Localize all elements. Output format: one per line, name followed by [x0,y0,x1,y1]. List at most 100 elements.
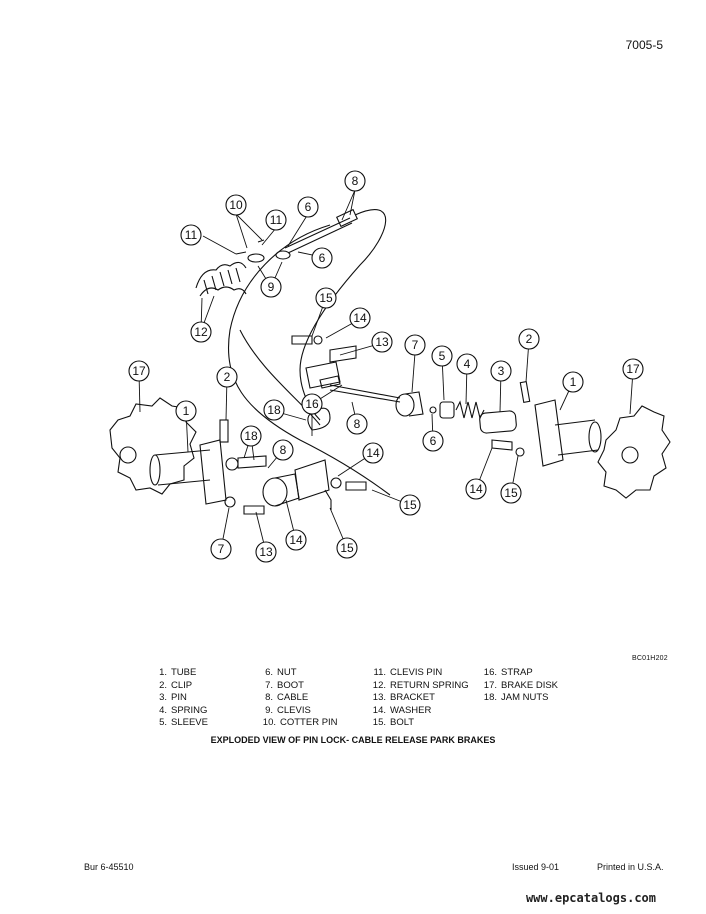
callout-11: 11 [265,209,287,231]
callout-18: 18 [240,425,262,447]
figure-caption: EXPLODED VIEW OF PIN LOCK- CABLE RELEASE… [210,735,496,745]
callout-6: 6 [422,430,444,452]
callout-label: 1 [570,375,577,389]
legend-item: 5.SLEEVE [159,717,208,729]
callout-1: 1 [562,371,584,393]
callout-label: 15 [504,486,518,500]
callout-label: 12 [194,325,208,339]
callout-label: 1 [183,404,190,418]
callout-14: 14 [285,529,307,551]
callout-17: 17 [128,360,150,382]
legend-item: 18.JAM NUTS [483,692,549,704]
legend-item: 13.BRACKET [372,692,435,704]
callout-2: 2 [518,328,540,350]
legend-item: 8.CABLE [265,692,309,704]
figure-id: BC01H202 [632,655,668,662]
callout-label: 13 [259,545,273,559]
callout-10: 10 [225,194,247,216]
callout-label: 5 [439,349,446,363]
callout-1: 1 [175,400,197,422]
legend-item: 1.TUBE [159,667,197,678]
callout-13: 13 [371,331,393,353]
callout-label: 14 [289,533,303,547]
callout-label: 15 [340,541,354,555]
legend-column: 1.TUBE 2.CLIP 3.PIN 4.SPRING 5.SLEEVE [155,667,208,730]
legend-item: 3.PIN [159,692,187,704]
callout-17: 17 [622,358,644,380]
callout-5: 5 [431,345,453,367]
footer-printed: Printed in U.S.A. [597,862,664,872]
page-number: 7005-5 [625,38,663,52]
callout-11: 11 [180,224,202,246]
callout-4: 4 [456,353,478,375]
callout-label: 18 [267,403,281,417]
legend-column: 11.CLEVIS PIN 12.RETURN SPRING 13.BRACKE… [371,667,469,730]
callout-15: 15 [315,287,337,309]
legend-item: 7.BOOT [265,679,304,691]
callout-label: 14 [469,482,483,496]
callout-label: 2 [224,370,231,384]
callout-label: 8 [352,174,359,188]
callout-15: 15 [500,482,522,504]
callout-label: 4 [464,357,471,371]
callout-label: 11 [270,213,283,227]
watermark: www.epcatalogs.com [525,891,656,905]
callout-label: 8 [280,443,287,457]
legend-item: 9.CLEVIS [265,704,311,716]
callout-label: 6 [319,251,326,265]
callout-label: 10 [229,198,243,212]
legend-item: 4.SPRING [159,704,208,716]
callout-label: 8 [354,417,361,431]
callout-label: 7 [412,338,419,352]
legend-item: 17.BRAKE DISK [483,679,559,691]
legend-column: 16.STRAP 17.BRAKE DISK 18.JAM NUTS [482,667,558,705]
legend-item: 12.RETURN SPRING [372,679,469,691]
callout-label: 13 [375,335,389,349]
legend-item: 10.COTTER PIN [262,717,338,729]
legend-item: 6.NUT [265,667,297,678]
legend-item: 14.WASHER [372,704,432,716]
callout-label: 6 [305,200,312,214]
callout-9: 9 [260,276,282,298]
callout-8: 8 [346,413,368,435]
callout-18: 18 [263,399,285,421]
legend-column: 6.NUT 7.BOOT 8.CABLE 9.CLEVIS 10.COTTER … [261,667,338,730]
footer-doc-number: Bur 6-45510 [84,862,134,872]
callout-label: 14 [353,311,367,325]
callout-3: 3 [490,360,512,382]
legend-item: 15.BOLT [372,717,415,729]
callout-7: 7 [210,538,232,560]
callout-2: 2 [216,366,238,388]
callout-6: 6 [297,196,319,218]
callout-14: 14 [349,307,371,329]
callout-label: 15 [403,498,417,512]
callout-14: 14 [465,478,487,500]
callout-12: 12 [190,321,212,343]
callout-13: 13 [255,541,277,563]
callout-16: 16 [301,393,323,415]
callout-label: 14 [366,446,380,460]
callout-label: 16 [305,397,319,411]
callout-14: 14 [362,442,384,464]
footer-issued: Issued 9-01 [512,862,560,872]
callout-label: 11 [185,228,198,242]
callout-label: 7 [218,542,225,556]
legend-item: 16.STRAP [483,667,533,678]
callout-label: 3 [498,364,505,378]
legend-item: 11.CLEVIS PIN [373,667,443,678]
callout-label: 17 [626,362,640,376]
callout-8: 8 [344,170,366,192]
callout-label: 6 [430,434,437,448]
legend-item: 2.CLIP [159,679,193,691]
callout-15: 15 [399,494,421,516]
callout-7: 7 [404,334,426,356]
callout-15: 15 [336,537,358,559]
callout-label: 17 [132,364,146,378]
callout-8: 8 [272,439,294,461]
callout-6: 6 [311,247,333,269]
callout-label: 2 [526,332,533,346]
callout-label: 18 [244,429,258,443]
callout-label: 15 [319,291,333,305]
callout-label: 9 [268,280,275,294]
